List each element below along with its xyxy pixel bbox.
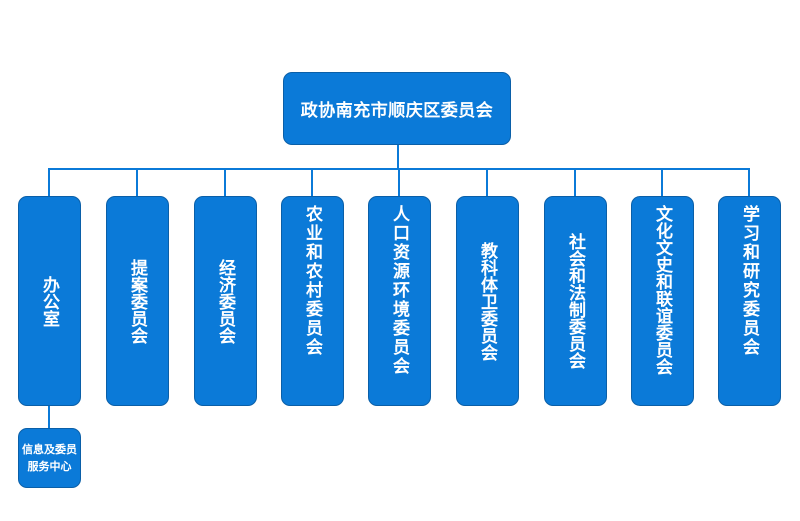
dept-proposals: 提案委员会 [106, 196, 169, 406]
root-node: 政协南充市顺庆区委员会 [283, 72, 511, 145]
dept-population: 人口资源环境委员会 [368, 196, 431, 406]
drop-education [486, 168, 488, 196]
drop-agriculture [311, 168, 313, 196]
drop-population [398, 168, 400, 196]
dept-economy: 经济委员会 [194, 196, 257, 406]
drop-economy [224, 168, 226, 196]
dept-education: 教科体卫委员会 [456, 196, 519, 406]
dept-agriculture: 农业和农村委员会 [281, 196, 344, 406]
drop-office [48, 168, 50, 196]
root-connector [397, 145, 399, 169]
root-label: 政协南充市顺庆区委员会 [300, 101, 494, 121]
sub-unit-connector [48, 406, 50, 428]
drop-society [574, 168, 576, 196]
sub-unit-label: 信息及委员服务中心 [22, 443, 77, 473]
drop-culture [661, 168, 663, 196]
dept-society: 社会和法制委员会 [544, 196, 607, 406]
dept-study: 学习和研究委员会 [718, 196, 781, 406]
drop-study [748, 168, 750, 196]
drop-proposals [136, 168, 138, 196]
dept-office: 办公室 [18, 196, 81, 406]
dept-culture: 文化文史和联谊委员会 [631, 196, 694, 406]
sub-unit-node: 信息及委员服务中心 [18, 428, 81, 488]
